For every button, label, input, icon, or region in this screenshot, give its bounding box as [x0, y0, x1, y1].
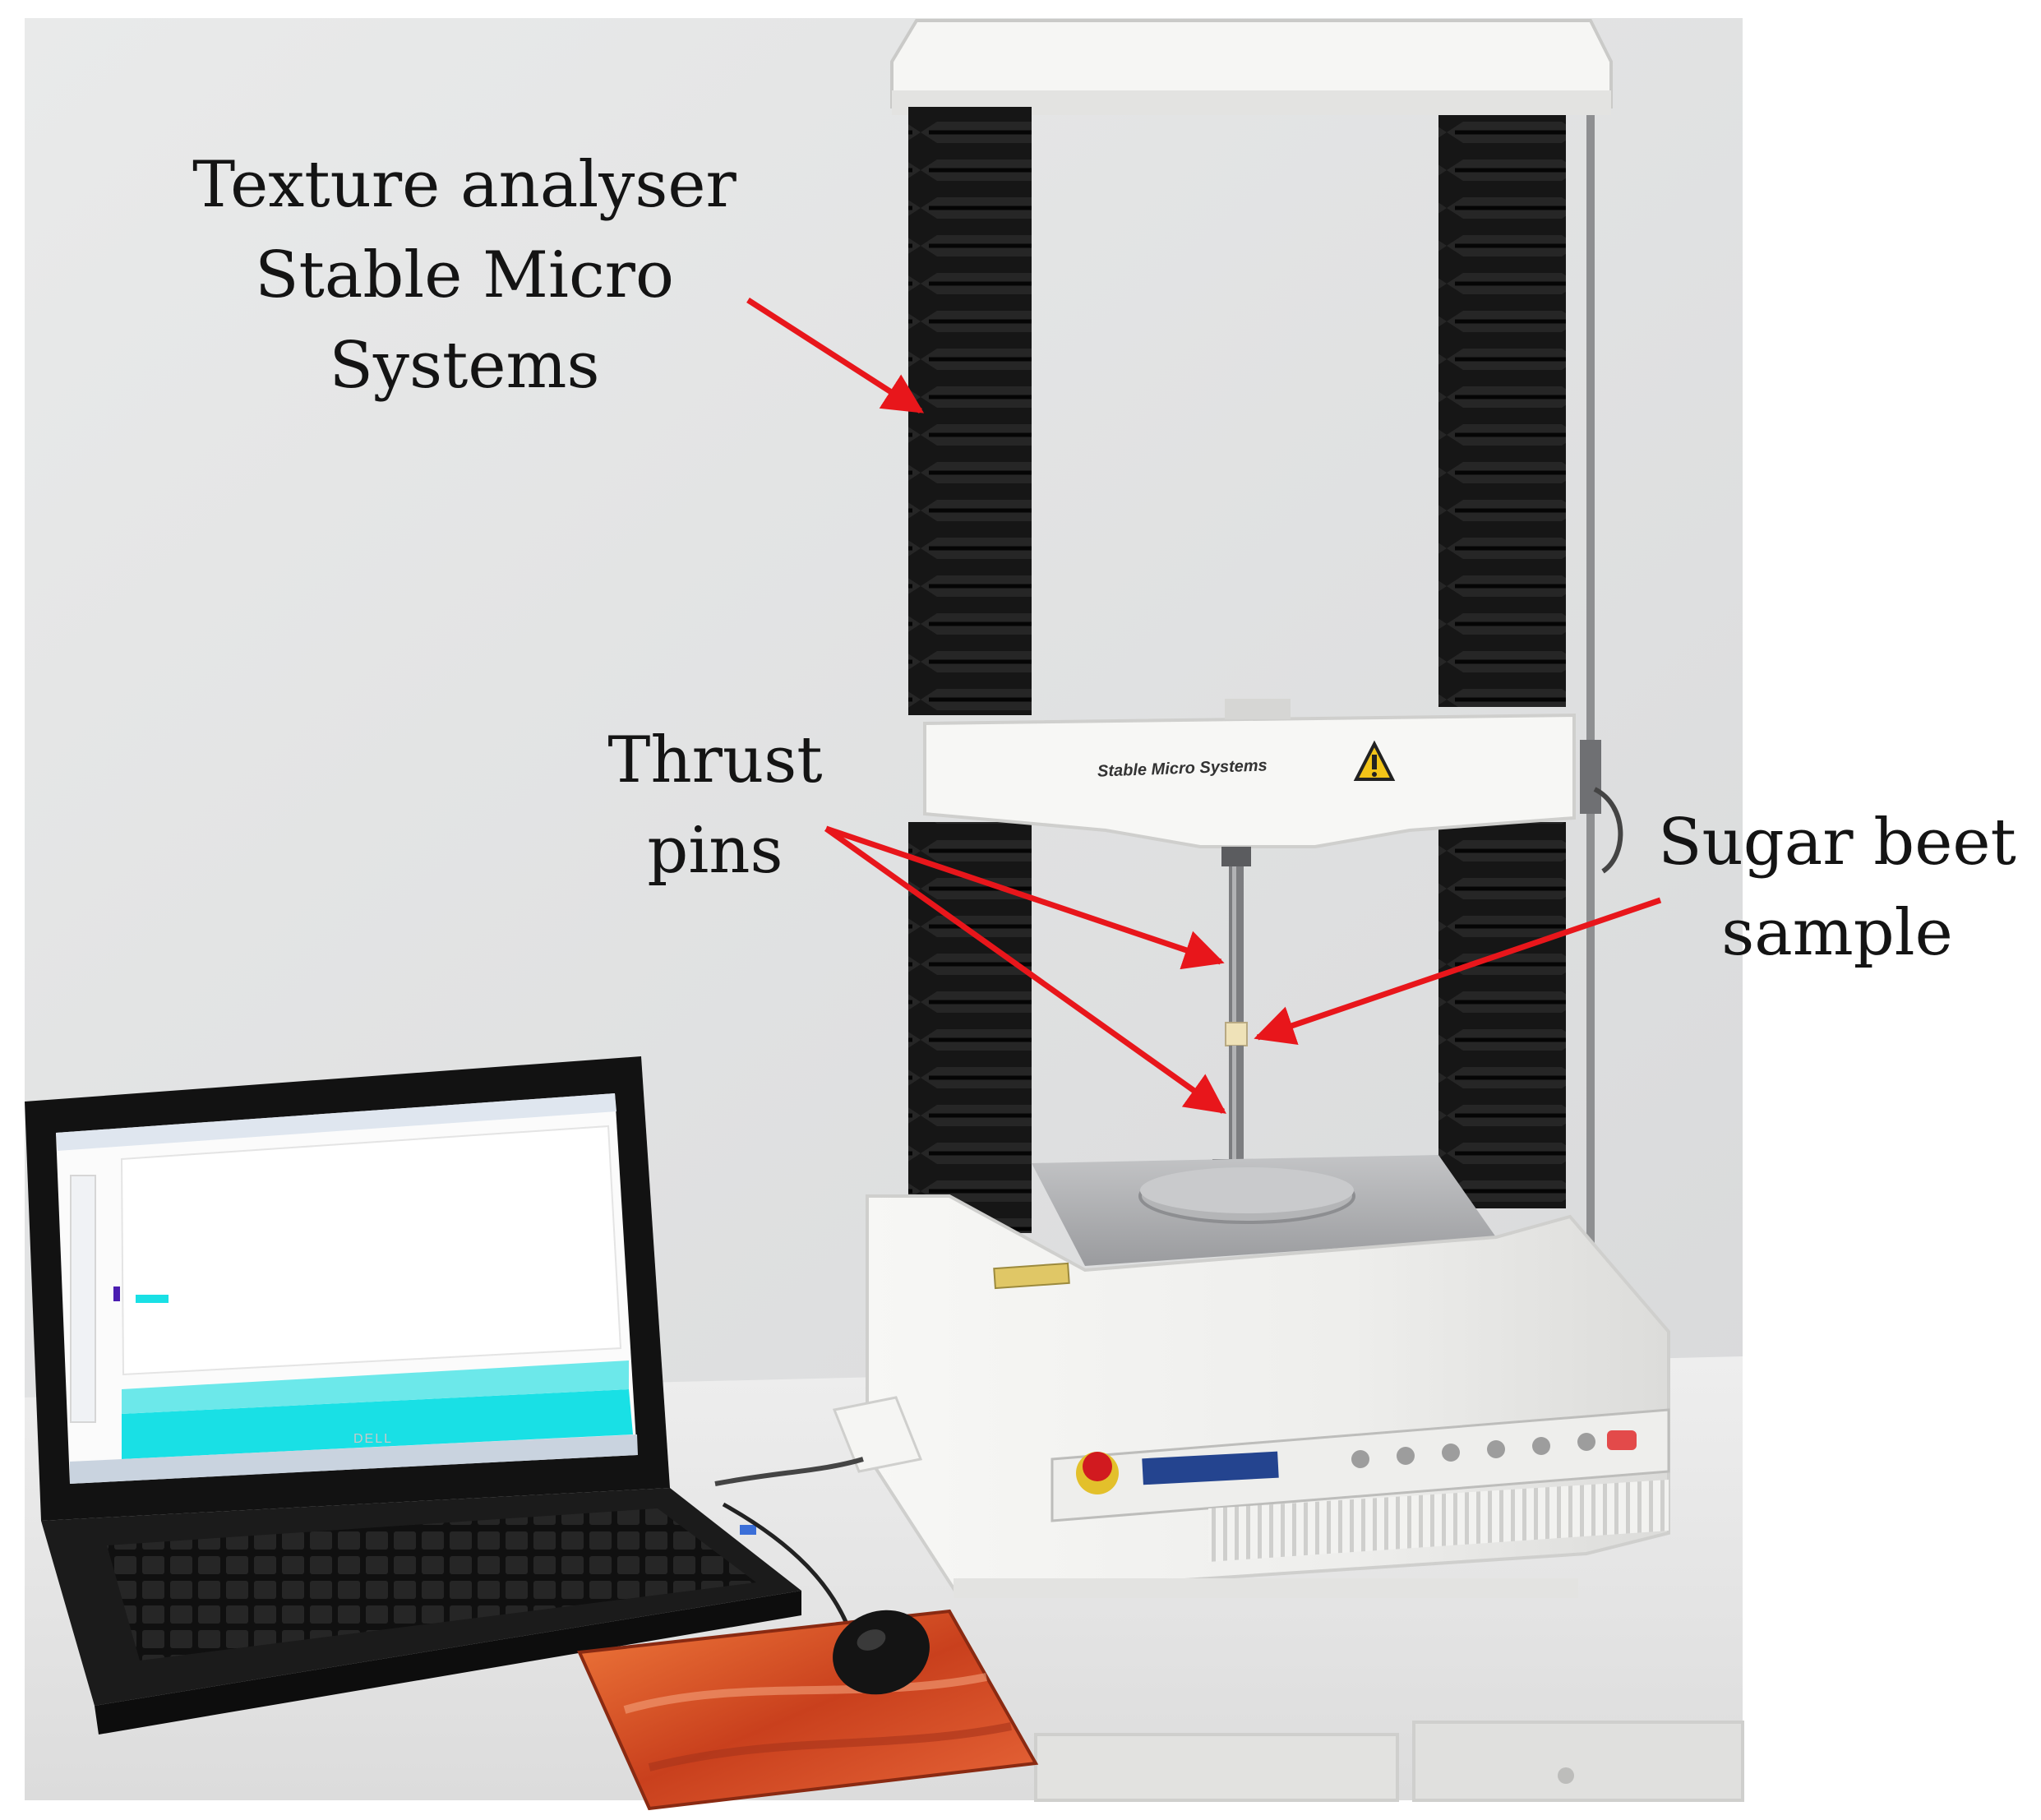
warning-icon — [1353, 740, 1396, 781]
label-texture-analyser: Texture analyser Stable Micro Systems — [132, 140, 797, 411]
sugar-beet-sample — [1225, 1022, 1248, 1046]
computer-mouse — [833, 1610, 930, 1695]
emergency-stop-button — [1076, 1452, 1119, 1494]
label-line: Stable Micro — [255, 238, 674, 312]
left-column-upper — [908, 107, 1032, 715]
screen-cyan-bar — [122, 1389, 633, 1459]
label-sugar-beet-sample: Sugar beet sample — [1636, 797, 2039, 978]
label-line: Systems — [329, 329, 600, 403]
arrow-analyser — [746, 298, 925, 413]
label-line: Texture analyser — [192, 148, 737, 222]
label-line: Sugar beet — [1658, 806, 2016, 880]
arrow-thrust-lower — [824, 826, 1226, 1114]
laptop-brand-logo: DELL — [353, 1432, 394, 1446]
arrow-thrust-upper — [824, 825, 1225, 970]
crosshead — [923, 713, 1576, 848]
label-line: sample — [1721, 896, 1953, 970]
label-line: pins — [647, 814, 783, 888]
laptop-keyboard — [107, 1508, 756, 1661]
label-thrust-pins: Thrust pins — [575, 715, 855, 896]
annotation-arrows — [746, 298, 1662, 1114]
left-column-lower — [908, 822, 1032, 1233]
right-column-upper — [1438, 115, 1566, 707]
label-line: Thrust — [607, 723, 823, 797]
arrow-sample — [1254, 897, 1662, 1045]
right-column-lower — [1438, 822, 1566, 1208]
